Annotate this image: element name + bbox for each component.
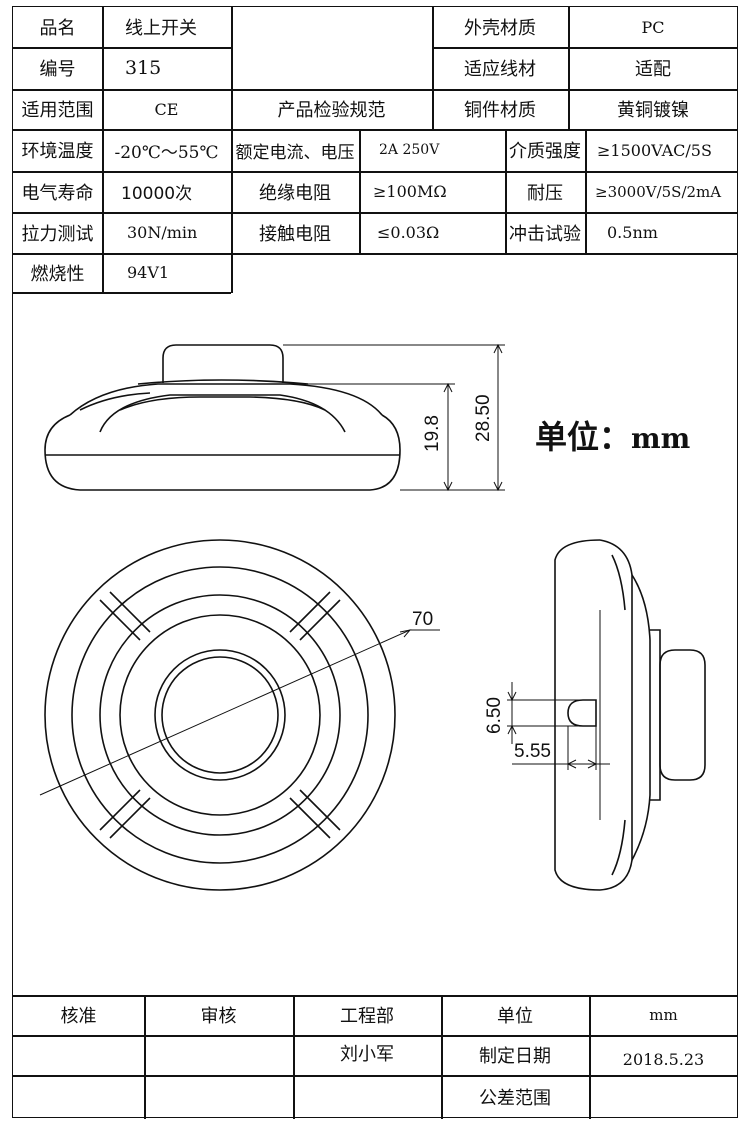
withstand-value: ≥3000V/5S/2mA <box>595 182 722 201</box>
dim-height-body: 19.8 <box>422 415 443 452</box>
grid-line <box>13 212 738 214</box>
wire-value: 适配 <box>635 59 671 80</box>
grid-line <box>102 7 104 293</box>
grid-line <box>432 7 434 130</box>
side-view <box>44 343 505 492</box>
grid-line <box>568 7 570 130</box>
temp-label: 环境温度 <box>21 141 94 162</box>
grid-line <box>231 7 233 293</box>
flame-value: 94V1 <box>127 263 170 282</box>
grid-line <box>359 129 361 254</box>
grid-line <box>13 129 738 131</box>
rated-value: 2A 250V <box>379 142 440 158</box>
dim-button-height: 6.50 <box>484 697 505 734</box>
edge-view <box>507 539 706 891</box>
grid-line <box>585 129 587 254</box>
flame-label: 燃烧性 <box>30 263 85 285</box>
grid-line <box>589 995 591 1119</box>
life-value: 10000次 <box>121 184 193 204</box>
footer-unit-value: mm <box>649 1006 678 1024</box>
product-name-value: 线上开关 <box>125 18 197 39</box>
dielectric-label: 介质强度 <box>509 141 581 162</box>
review-label: 审核 <box>200 1006 237 1027</box>
grid-line <box>432 47 738 49</box>
top-view <box>39 539 440 891</box>
dim-height-total: 28.50 <box>473 394 494 442</box>
contact-label: 接触电阻 <box>259 223 331 245</box>
engineer-name: 刘小军 <box>340 1044 394 1065</box>
rated-label: 额定电流、电压 <box>235 142 355 163</box>
grid-line <box>13 1035 738 1037</box>
insulation-value: ≥100MΩ <box>373 182 447 201</box>
wire-label: 适应线材 <box>464 59 536 80</box>
grid-line <box>441 995 443 1119</box>
pull-value: 30N/min <box>127 223 198 242</box>
grid-line <box>13 995 738 997</box>
dim-diameter: 70 <box>412 609 433 630</box>
number-value: 315 <box>125 57 162 79</box>
number-label: 编号 <box>39 59 76 80</box>
dielectric-value: ≥1500VAC/5S <box>597 140 712 160</box>
insulation-label: 绝缘电阻 <box>259 182 331 204</box>
grid-line <box>13 1075 738 1077</box>
dim-button-width: 5.55 <box>514 741 551 762</box>
footer-unit-label: 单位 <box>497 1006 533 1027</box>
withstand-label: 耐压 <box>527 182 563 204</box>
shell-material-value: PC <box>641 17 665 37</box>
product-name-label: 品名 <box>39 18 76 39</box>
life-label: 电气寿命 <box>21 182 94 204</box>
unit-note: 单位：mm <box>535 412 690 458</box>
scope-value: CE <box>154 99 179 119</box>
date-label: 制定日期 <box>479 1046 551 1067</box>
approve-label: 核准 <box>60 1006 97 1027</box>
grid-line <box>144 995 146 1119</box>
engineering-label: 工程部 <box>340 1006 394 1027</box>
unit-note-value: mm <box>631 422 691 455</box>
impact-label: 冲击试验 <box>509 223 581 245</box>
impact-value: 0.5nm <box>607 223 658 242</box>
scope-label: 适用范围 <box>21 100 94 121</box>
contact-value: ≤0.03Ω <box>377 223 440 242</box>
grid-line <box>13 253 738 255</box>
grid-line <box>13 89 738 91</box>
grid-line <box>13 292 231 294</box>
tolerance-label: 公差范围 <box>479 1088 551 1109</box>
grid-line <box>505 129 507 254</box>
unit-note-label: 单位： <box>535 418 632 456</box>
date-value: 2018.5.23 <box>622 1049 705 1069</box>
grid-line <box>293 995 295 1119</box>
temp-value: -20℃～55℃ <box>114 142 219 163</box>
copper-value: 黄铜镀镍 <box>617 100 689 121</box>
shell-material-label: 外壳材质 <box>464 18 536 39</box>
copper-label: 铜件材质 <box>464 100 536 121</box>
pull-label: 拉力测试 <box>21 223 94 245</box>
grid-line <box>13 47 232 49</box>
spec-sheet: 品名 线上开关 外壳材质 PC 编号 315 适应线材 适配 适用范围 CE 产… <box>12 6 738 1119</box>
grid-line <box>13 171 738 173</box>
standard-title: 产品检验规范 <box>277 100 386 121</box>
